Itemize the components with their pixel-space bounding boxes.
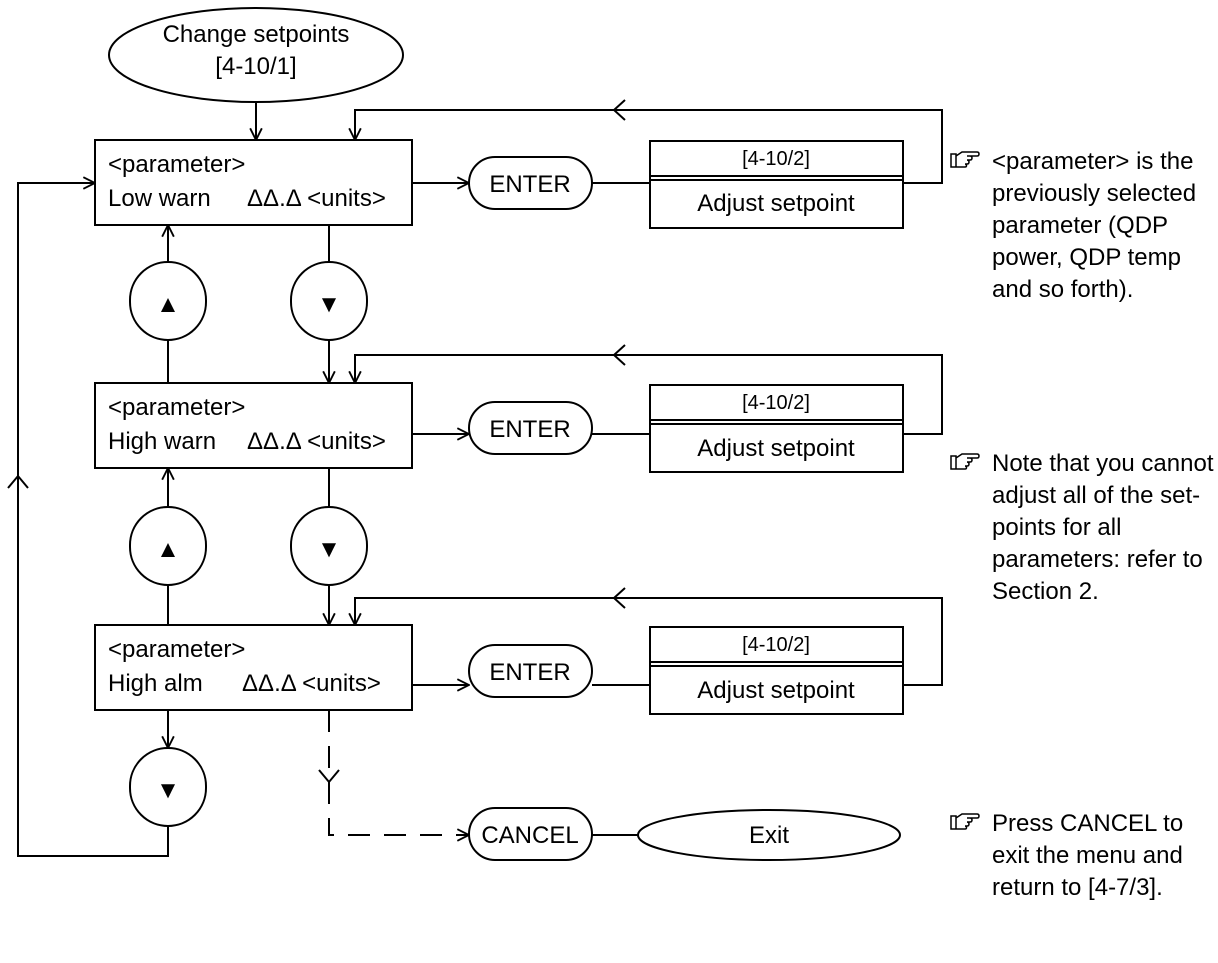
- adjust-code: [4-10/2]: [742, 148, 810, 170]
- pointing-hand-icon: [950, 151, 980, 168]
- up-key[interactable]: ▲: [129, 261, 207, 341]
- screen-param: <parameter>: [108, 636, 245, 663]
- dash-arrow-mark: [318, 769, 340, 784]
- pointing-hand-icon: [950, 453, 980, 470]
- loop-arrow-mark: [612, 344, 626, 366]
- enter-key[interactable]: ENTER: [468, 401, 593, 455]
- screen-value: ΔΔ.Δ <units>: [247, 185, 386, 212]
- exit-label: Exit: [749, 822, 789, 849]
- up-arrow-icon: ▲: [156, 536, 180, 563]
- cancel-key[interactable]: CANCEL: [468, 807, 593, 861]
- adjust-setpoint-box: [4-10/2] Adjust setpoint: [649, 384, 904, 473]
- return-loop: [355, 354, 943, 435]
- screen-label: High alm: [108, 670, 203, 697]
- adjust-label: Adjust setpoint: [697, 677, 855, 704]
- cancel-path: [328, 710, 469, 835]
- screen-high-alm: <parameter> High alm ΔΔ.Δ <units>: [94, 624, 413, 711]
- adjust-label: Adjust setpoint: [697, 190, 855, 217]
- down-key[interactable]: ▼: [129, 747, 207, 827]
- start-node: Change setpoints [4-10/1]: [108, 7, 404, 103]
- return-loop: [355, 597, 943, 686]
- screen-param: <parameter>: [108, 394, 245, 421]
- enter-label: ENTER: [489, 171, 570, 198]
- note-text: Press CANCEL to exit the menu and return…: [992, 810, 1184, 901]
- adjust-setpoint-box: [4-10/2] Adjust setpoint: [649, 626, 904, 715]
- down-arrow-icon: ▼: [317, 536, 341, 563]
- screen-param: <parameter>: [108, 151, 245, 178]
- enter-label: ENTER: [489, 659, 570, 686]
- down-key[interactable]: ▼: [290, 506, 368, 586]
- screen-value: ΔΔ.Δ <units>: [242, 670, 381, 697]
- adjust-code: [4-10/2]: [742, 392, 810, 414]
- loop-arrow-mark: [612, 587, 626, 609]
- adjust-label: Adjust setpoint: [697, 435, 855, 462]
- enter-key[interactable]: ENTER: [468, 156, 593, 210]
- screen-value: ΔΔ.Δ <units>: [247, 428, 386, 455]
- cancel-label: CANCEL: [481, 822, 578, 849]
- note-text: Note that you cannot adjust all of the s…: [992, 450, 1214, 605]
- pointing-hand-icon: [950, 813, 980, 830]
- screen-label: Low warn: [108, 185, 211, 212]
- screen-high-warn: <parameter> High warn ΔΔ.Δ <units>: [94, 382, 413, 469]
- loop-arrow-mark: [7, 474, 29, 489]
- enter-label: ENTER: [489, 416, 570, 443]
- down-arrow-icon: ▼: [317, 291, 341, 318]
- screen-label: High warn: [108, 428, 216, 455]
- screen-low-warn: <parameter> Low warn ΔΔ.Δ <units>: [94, 139, 413, 226]
- start-code: [4-10/1]: [215, 53, 296, 80]
- enter-key[interactable]: ENTER: [468, 644, 593, 698]
- up-arrow-icon: ▲: [156, 291, 180, 318]
- exit-node: Exit: [637, 809, 901, 861]
- down-arrow-icon: ▼: [156, 777, 180, 804]
- loop-arrow-mark: [612, 99, 626, 121]
- adjust-setpoint-box: [4-10/2] Adjust setpoint: [649, 140, 904, 229]
- wrap-loop: [17, 183, 169, 857]
- up-key[interactable]: ▲: [129, 506, 207, 586]
- note-text: <parameter> is the previously selected p…: [992, 148, 1197, 303]
- down-key[interactable]: ▼: [290, 261, 368, 341]
- return-loop: [355, 109, 943, 184]
- start-title: Change setpoints: [163, 21, 350, 48]
- adjust-code: [4-10/2]: [742, 634, 810, 656]
